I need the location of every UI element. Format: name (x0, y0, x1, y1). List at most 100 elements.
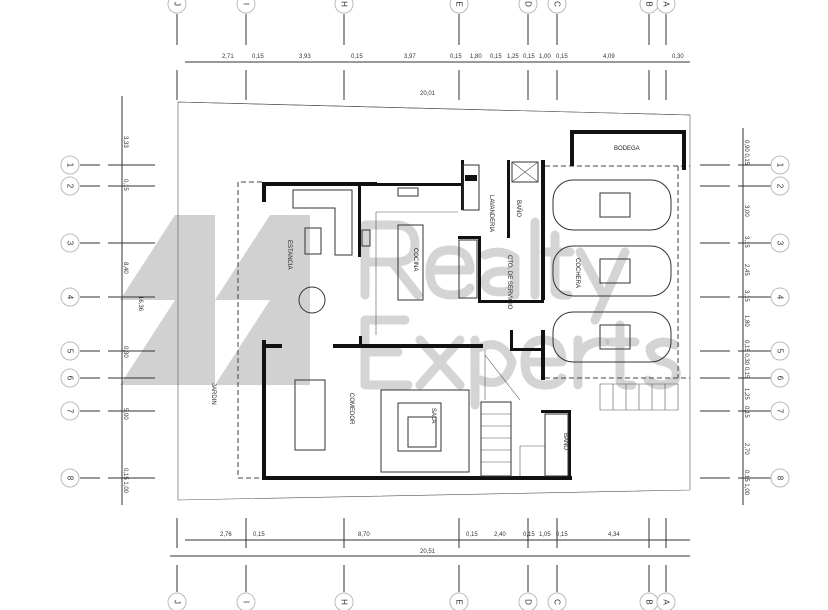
axis-label: C (553, 1, 562, 7)
axis-label: 6 (66, 376, 75, 381)
axis-bubble-2: 2 (60, 176, 80, 196)
dim-bottom: 2,76 (220, 532, 232, 538)
axis-label: 1 (776, 163, 785, 168)
room-labels: BODEGA LAVANDERIA BAÑO CTO. DE SERVICIO … (210, 146, 640, 450)
axis-label: 7 (66, 409, 75, 414)
dim-bottom: 0,15 (253, 532, 265, 538)
room-sala: SALA (430, 408, 436, 423)
axis-bubble-3: 3 (60, 233, 80, 253)
dimension-lines (121, 61, 744, 557)
axis-label: A (662, 599, 671, 605)
dim-right: 3,15 (743, 236, 749, 248)
dim-bottom: 0,15 (556, 532, 568, 538)
axis-bubble-6: 6 (770, 368, 790, 388)
dim-right: 3,00 (743, 205, 749, 217)
dim-right: 1,25 (743, 388, 749, 400)
dim-right: 0,15 (743, 406, 749, 418)
room-bodega: BODEGA (614, 146, 640, 152)
axis-bubble-4: 4 (60, 287, 80, 307)
axis-bubble-1: 1 (60, 155, 80, 175)
axis-bubble-B: B (639, 0, 659, 14)
dim-top: 2,71 (222, 54, 234, 60)
axis-bubble-H: H (334, 0, 354, 14)
axis-label: B (645, 1, 654, 6)
axis-bubble-3: 3 (770, 233, 790, 253)
dim-bottom: 2,40 (494, 532, 506, 538)
watermark-logo (120, 215, 681, 410)
axis-label: B (645, 599, 654, 604)
axis-bubble-J: J (167, 592, 187, 610)
axis-bubble-7: 7 (770, 401, 790, 421)
room-cto-servicio: CTO. DE SERVICIO (506, 255, 512, 310)
dim-top: 0,15 (450, 54, 462, 60)
dim-left-total: 16,36 (137, 296, 143, 312)
axis-bubble-5: 5 (770, 341, 790, 361)
grid-axes: J J I I H H E E D D C C B B A A 1 1 2 2 3 3 4 4 5 5 6 6 7 7 8 8 (60, 0, 790, 610)
room-jardin: JARDIN (210, 383, 216, 405)
axis-label: J (173, 2, 182, 6)
dim-top: 3,97 (404, 54, 416, 60)
axis-bubble-A: A (656, 592, 676, 610)
axis-label: H (340, 1, 349, 7)
dim-top: 0,15 (523, 54, 535, 60)
axis-bubble-B: B (639, 592, 659, 610)
room-estancia: ESTANCIA (286, 240, 292, 270)
axis-label: D (524, 1, 533, 7)
dim-left: 0,30 (122, 346, 128, 358)
dim-bottom: 0,15 (523, 532, 535, 538)
axis-label: 5 (66, 349, 75, 354)
dim-right: 0,15 0,30 0,15 (743, 340, 749, 379)
axis-label: 3 (66, 241, 75, 246)
dim-top: 1,00 (539, 54, 551, 60)
axis-label: E (455, 599, 464, 604)
axis-label: A (662, 1, 671, 7)
axis-bubble-8: 8 (770, 468, 790, 488)
axis-label: 5 (776, 349, 785, 354)
axis-label: 7 (776, 409, 785, 414)
dim-top: 0,15 (490, 54, 502, 60)
room-bano: BAÑO (562, 433, 569, 450)
axis-label: 2 (66, 184, 75, 189)
axis-label: 8 (66, 476, 75, 481)
axis-bubble-8: 8 (60, 468, 80, 488)
room-bano-servicio: BAÑO (515, 200, 522, 217)
lot-boundary (177, 101, 691, 501)
dim-bottom-total: 20,51 (420, 549, 436, 555)
axis-bubble-E: E (449, 592, 469, 610)
axis-bubble-2: 2 (770, 176, 790, 196)
axis-bubble-6: 6 (60, 368, 80, 388)
dim-top: 1,25 (507, 54, 519, 60)
dimensions-left: 3,33 0,15 8,40 0,30 5,00 0,15 1,00 16,36 (122, 136, 143, 494)
axis-label: D (524, 599, 533, 605)
dim-top-total: 20,01 (420, 91, 436, 97)
axis-label: E (455, 1, 464, 6)
axis-label: 4 (66, 295, 75, 300)
axis-label: C (553, 599, 562, 605)
axis-label: I (242, 601, 251, 603)
cochera-boundary (545, 165, 690, 379)
axis-bubble-J: J (167, 0, 187, 14)
dim-top: 0,15 (252, 54, 264, 60)
dim-bottom: 8,70 (358, 532, 370, 538)
dim-right: 0,15 1,00 (743, 470, 749, 496)
axis-label: J (173, 600, 182, 604)
axis-label: 4 (776, 295, 785, 300)
dim-top: 1,80 (470, 54, 482, 60)
dim-left: 5,00 (122, 408, 128, 420)
axis-label: H (340, 599, 349, 605)
walls (262, 130, 686, 480)
axis-bubble-C: C (547, 592, 567, 610)
dim-left: 0,15 (122, 179, 128, 191)
axis-label: 2 (776, 184, 785, 189)
dim-top: 3,93 (299, 54, 311, 60)
axis-bubble-D: D (518, 592, 538, 610)
axis-bubble-A: A (656, 0, 676, 14)
dim-right: 2,45 (743, 264, 749, 276)
axis-bubble-I: I (236, 0, 256, 14)
room-lavanderia: LAVANDERIA (488, 195, 494, 232)
jardin-boundary (237, 181, 262, 479)
room-comedor: COMEDOR (348, 393, 354, 425)
dim-right: 1,80 (743, 315, 749, 327)
dimensions-bottom: 2,76 0,15 8,70 0,15 2,40 0,15 1,05 0,15 … (220, 532, 620, 555)
furniture (292, 161, 679, 477)
